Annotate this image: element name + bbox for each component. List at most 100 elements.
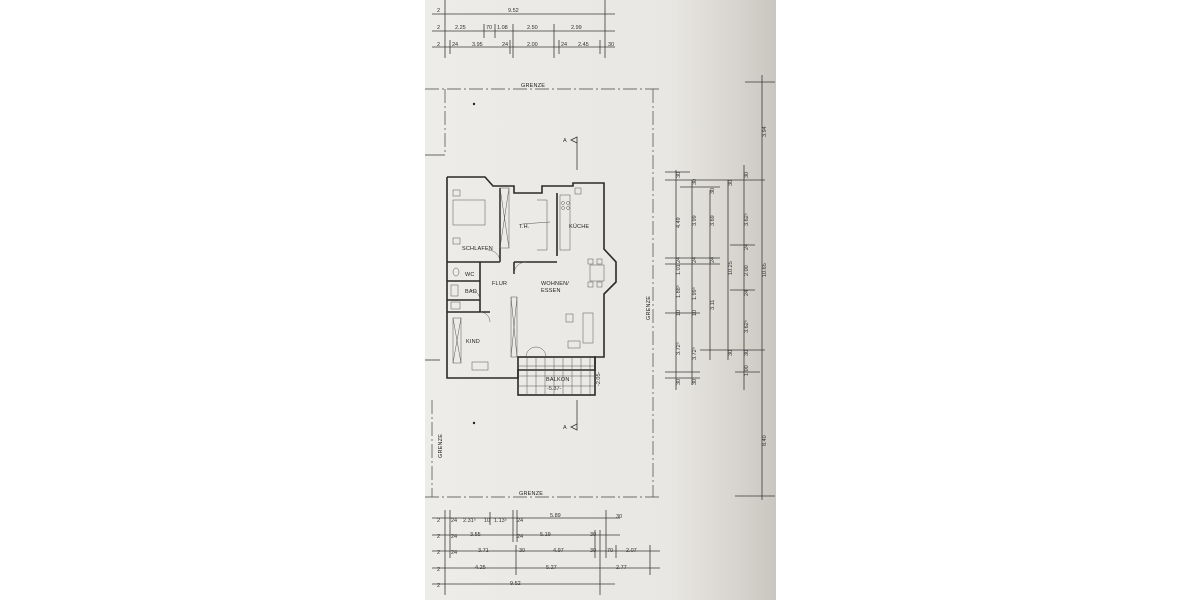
room-label-wc: WC <box>465 272 475 278</box>
svg-text:A: A <box>563 138 567 144</box>
svg-text:4.97: 4.97 <box>553 548 564 554</box>
svg-text:3.69: 3.69 <box>710 215 716 226</box>
svg-text:2.25: 2.25 <box>455 25 466 31</box>
svg-text:24: 24 <box>676 257 682 263</box>
svg-text:3.62⁵: 3.62⁵ <box>743 213 750 226</box>
svg-text:9.52: 9.52 <box>508 8 519 14</box>
svg-text:30: 30 <box>728 350 734 356</box>
svg-text:9.52: 9.52 <box>510 581 521 587</box>
boundary-label-top: GRENZE <box>521 83 545 89</box>
svg-text:5.27: 5.27 <box>546 565 557 571</box>
svg-text:24: 24 <box>744 244 750 250</box>
svg-text:2.77: 2.77 <box>616 565 627 571</box>
svg-text:5.19: 5.19 <box>540 532 551 538</box>
svg-text:2.50: 2.50 <box>527 25 538 31</box>
svg-text:3.95: 3.95 <box>472 42 483 48</box>
svg-text:2: 2 <box>437 8 440 14</box>
svg-text:70: 70 <box>486 25 492 31</box>
svg-text:70: 70 <box>607 548 613 554</box>
floor-plan-drawing: 2 9.52 2 2.25 70 1.08 2.50 2.99 2 24 3.9… <box>425 0 775 595</box>
svg-text:2.99: 2.99 <box>571 25 582 31</box>
svg-text:24: 24 <box>692 257 698 263</box>
svg-text:2: 2 <box>437 25 440 31</box>
svg-text:3.11: 3.11 <box>710 300 716 310</box>
svg-text:30: 30 <box>608 42 614 48</box>
svg-text:30: 30 <box>676 172 682 178</box>
svg-text:24: 24 <box>517 534 523 540</box>
balkon-width: -5.37- <box>547 386 562 392</box>
svg-text:2: 2 <box>437 583 440 589</box>
svg-text:2: 2 <box>437 518 440 524</box>
svg-text:1.13⁵: 1.13⁵ <box>494 517 507 524</box>
top-dimension-chains: 2 9.52 2 2.25 70 1.08 2.50 2.99 2 24 3.9… <box>432 0 615 58</box>
boundary-label-left: GRENZE <box>438 434 444 458</box>
svg-text:2: 2 <box>437 42 440 48</box>
svg-text:1.99⁵: 1.99⁵ <box>691 287 698 300</box>
svg-text:30: 30 <box>744 172 750 178</box>
svg-text:2: 2 <box>437 534 440 540</box>
room-labels: SCHLAFEN T.H. KÜCHE WC BAD FLUR WOHNEN/ … <box>462 223 602 392</box>
room-label-schlafen: SCHLAFEN <box>462 246 493 252</box>
svg-text:30: 30 <box>692 379 698 385</box>
svg-text:30: 30 <box>710 188 716 194</box>
room-label-bad: BAD <box>465 289 477 295</box>
svg-text:24: 24 <box>561 42 567 48</box>
svg-text:24: 24 <box>451 518 457 524</box>
bottom-dimension-chains: 2 24 2.31⁵ 10 1.13⁵ 24 5.89 30 2 24 3.55… <box>432 510 660 595</box>
right-dimension-chains: 30 4.49 24 1.01 1.88⁵ 10 3.72⁵ 30 30 3.9… <box>665 75 775 500</box>
floor-plan-sheet: 2 9.52 2 2.25 70 1.08 2.50 2.99 2 24 3.9… <box>425 0 776 600</box>
building-outline <box>446 176 617 379</box>
svg-text:30: 30 <box>590 548 596 554</box>
svg-text:30: 30 <box>744 350 750 356</box>
balkon-depth: -2.05- <box>596 371 602 386</box>
svg-text:2.00: 2.00 <box>744 265 750 276</box>
svg-text:24: 24 <box>451 550 457 556</box>
room-label-wohnen: WOHNEN/ <box>541 281 569 287</box>
room-label-kind: KIND <box>466 339 480 345</box>
svg-text:24: 24 <box>744 290 750 296</box>
room-label-flur: FLUR <box>492 281 507 287</box>
svg-text:1.01: 1.01 <box>676 264 682 275</box>
svg-text:4.49: 4.49 <box>676 217 682 228</box>
svg-text:10.65: 10.65 <box>762 263 768 277</box>
svg-text:1.00: 1.00 <box>744 365 750 376</box>
section-markers: A A <box>563 136 578 431</box>
property-boundary: GRENZE GRENZE GRENZE GRENZE <box>425 83 660 498</box>
svg-text:3.94: 3.94 <box>762 126 768 137</box>
svg-text:2: 2 <box>437 550 440 556</box>
svg-text:10: 10 <box>484 518 490 524</box>
svg-text:30: 30 <box>676 379 682 385</box>
svg-text:2.07: 2.07 <box>626 548 637 554</box>
svg-text:3.72⁵: 3.72⁵ <box>675 342 682 355</box>
boundary-label-right: GRENZE <box>646 296 652 320</box>
svg-text:2: 2 <box>437 567 440 573</box>
balcony-grid <box>517 356 596 396</box>
svg-text:3.72⁵: 3.72⁵ <box>691 347 698 360</box>
svg-text:24: 24 <box>451 534 457 540</box>
boundary-label-bottom: GRENZE <box>519 491 543 497</box>
svg-text:24: 24 <box>710 257 716 263</box>
svg-text:24: 24 <box>517 518 523 524</box>
svg-text:30: 30 <box>616 514 622 520</box>
svg-text:A: A <box>563 425 567 431</box>
svg-text:5.89: 5.89 <box>550 513 561 519</box>
svg-text:30: 30 <box>728 180 734 186</box>
room-label-balkon: BALKON <box>546 377 570 383</box>
svg-text:8.40: 8.40 <box>762 435 768 446</box>
room-label-kueche: KÜCHE <box>569 223 589 230</box>
svg-text:24: 24 <box>452 42 458 48</box>
svg-text:1.08: 1.08 <box>497 25 508 31</box>
svg-text:2.00: 2.00 <box>527 42 538 48</box>
svg-text:10: 10 <box>692 310 698 316</box>
svg-text:3.71: 3.71 <box>478 548 489 554</box>
svg-text:30: 30 <box>519 548 525 554</box>
svg-text:10.25: 10.25 <box>728 261 734 275</box>
svg-text:3.55: 3.55 <box>470 532 481 538</box>
svg-text:4.25: 4.25 <box>475 565 486 571</box>
room-label-th: T.H. <box>519 224 530 230</box>
svg-text:3.62⁵: 3.62⁵ <box>743 320 750 333</box>
svg-text:2.45: 2.45 <box>578 42 589 48</box>
room-label-essen: ESSEN <box>541 288 561 294</box>
svg-text:30: 30 <box>590 532 596 538</box>
svg-text:30: 30 <box>692 179 698 185</box>
